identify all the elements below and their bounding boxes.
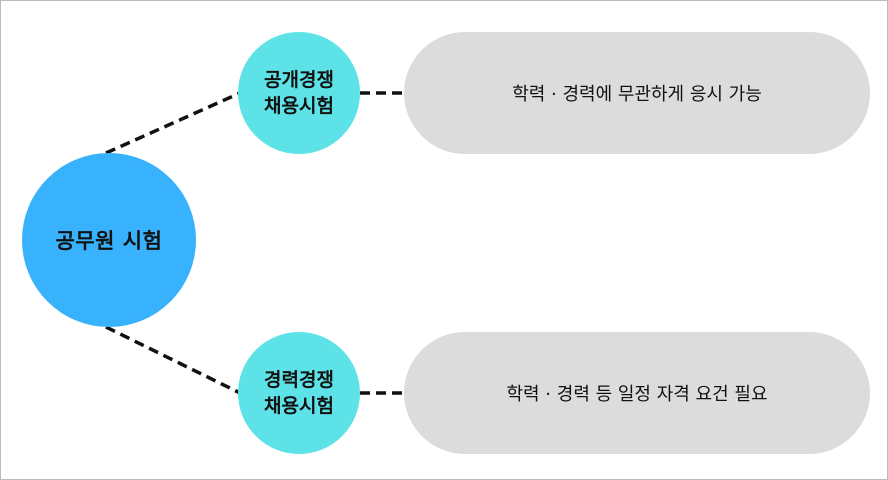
branch-node-career-competition: 경력경쟁 채용시험 xyxy=(238,332,360,454)
description-pill-career-competition: 학력 · 경력 등 일정 자격 요건 필요 xyxy=(404,332,870,454)
branch-node-label-line1: 경력경쟁 xyxy=(264,369,334,391)
description-text: 학력 · 경력 등 일정 자격 요건 필요 xyxy=(506,384,768,405)
connector-root-to-bottom xyxy=(105,325,241,395)
root-node: 공무원 시험 xyxy=(22,153,196,327)
branch-node-open-competition: 공개경쟁 채용시험 xyxy=(238,32,360,154)
connector-root-to-top xyxy=(105,91,241,155)
branch-node-label-line2: 채용시험 xyxy=(264,395,334,417)
branch-node-label-line2: 채용시험 xyxy=(264,95,334,117)
root-node-label: 공무원 시험 xyxy=(55,229,163,253)
description-text: 학력 · 경력에 무관하게 응시 가능 xyxy=(512,84,762,105)
branch-node-label-line1: 공개경쟁 xyxy=(264,69,334,91)
description-pill-open-competition: 학력 · 경력에 무관하게 응시 가능 xyxy=(404,32,870,154)
